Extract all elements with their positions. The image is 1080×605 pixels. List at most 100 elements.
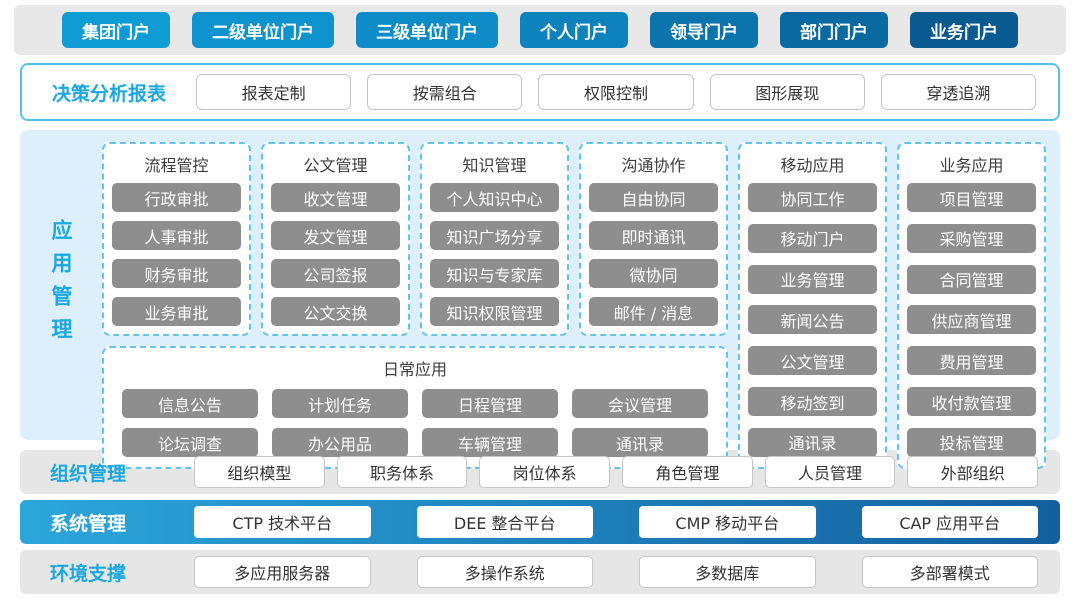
platform-item-button[interactable]: 角色管理 (622, 456, 753, 488)
app-module-button[interactable]: 财务审批 (112, 259, 241, 288)
portal-button[interactable]: 部门门户 (780, 12, 888, 48)
app-module-button[interactable]: 移动门户 (748, 223, 877, 253)
platform-item-button[interactable]: CAP 应用平台 (861, 506, 1038, 538)
platform-item-button[interactable]: 多应用服务器 (194, 556, 371, 588)
environment-support-items: 多应用服务器 多操作系统 多数据库 多部署模式 (194, 556, 1038, 588)
app-module-button[interactable]: 知识权限管理 (430, 297, 559, 326)
app-management-section: 应用管理 流程管控 行政审批 人事审批 财务审批 业务审批 公文管理 收文管理 … (20, 130, 1060, 469)
platform-item-button[interactable]: 多操作系统 (416, 556, 593, 588)
app-module-button[interactable]: 通讯录 (748, 427, 877, 457)
app-module-button[interactable]: 邮件 / 消息 (589, 297, 718, 326)
app-module-button[interactable]: 新闻公告 (748, 305, 877, 335)
column-items: 项目管理 采购管理 合同管理 供应商管理 费用管理 收付款管理 投标管理 (907, 183, 1036, 459)
platform-item-button[interactable]: 组织模型 (194, 456, 325, 488)
app-module-button[interactable]: 论坛调查 (122, 428, 258, 457)
app-column-mobile-apps: 移动应用 协同工作 移动门户 业务管理 新闻公告 公文管理 移动签到 通讯录 (738, 142, 887, 469)
platform-item-button[interactable]: CTP 技术平台 (194, 506, 371, 538)
report-feature-button[interactable]: 权限控制 (538, 74, 694, 110)
decision-report-bar: 决策分析报表 报表定制 按需组合 权限控制 图形展现 穿透追溯 (20, 63, 1060, 121)
app-module-button[interactable]: 车辆管理 (422, 428, 558, 457)
app-module-button[interactable]: 办公用品 (272, 428, 408, 457)
column-items: 收文管理 发文管理 公司签报 公文交换 (271, 183, 400, 326)
app-module-button[interactable]: 信息公告 (122, 389, 258, 418)
report-feature-button[interactable]: 图形展现 (709, 74, 865, 110)
app-module-button[interactable]: 通讯录 (572, 428, 708, 457)
system-management-bar: 系统管理 CTP 技术平台 DEE 整合平台 CMP 移动平台 CAP 应用平台 (20, 500, 1060, 544)
column-title: 公文管理 (303, 156, 368, 175)
app-module-button[interactable]: 采购管理 (907, 223, 1036, 253)
platform-item-button[interactable]: 多数据库 (639, 556, 816, 588)
report-feature-button[interactable]: 穿透追溯 (880, 74, 1037, 110)
app-module-button[interactable]: 公文交换 (271, 297, 400, 326)
app-module-button[interactable]: 公文管理 (748, 346, 877, 376)
daily-apps-box: 日常应用 信息公告 计划任务 日程管理 会议管理 论坛调查 办公用品 车辆管理 … (102, 346, 728, 469)
app-module-button[interactable]: 合同管理 (907, 264, 1036, 294)
app-module-button[interactable]: 计划任务 (272, 389, 408, 418)
org-management-bar: 组织管理 组织模型 职务体系 岗位体系 角色管理 人员管理 外部组织 (20, 450, 1060, 494)
app-module-button[interactable]: 自由协同 (589, 183, 718, 212)
app-module-button[interactable]: 项目管理 (907, 183, 1036, 212)
app-module-button[interactable]: 发文管理 (271, 221, 400, 250)
app-module-button[interactable]: 公司签报 (271, 259, 400, 288)
app-module-button[interactable]: 即时通讯 (589, 221, 718, 250)
portal-button[interactable]: 三级单位门户 (356, 12, 498, 48)
app-column-document-management: 公文管理 收文管理 发文管理 公司签报 公文交换 (261, 142, 410, 336)
system-management-items: CTP 技术平台 DEE 整合平台 CMP 移动平台 CAP 应用平台 (194, 506, 1038, 538)
column-title: 业务应用 (939, 156, 1004, 175)
environment-support-title: 环境支撑 (50, 562, 127, 585)
app-module-button[interactable]: 知识与专家库 (430, 259, 559, 288)
portal-button[interactable]: 个人门户 (520, 12, 628, 48)
column-items: 行政审批 人事审批 财务审批 业务审批 (112, 183, 241, 326)
app-module-button[interactable]: 知识广场分享 (430, 221, 559, 250)
app-management-label-area: 应用管理 (20, 142, 102, 428)
app-module-button[interactable]: 业务审批 (112, 297, 241, 326)
column-title: 移动应用 (780, 156, 845, 175)
app-module-button[interactable]: 协同工作 (748, 183, 877, 212)
app-module-button[interactable]: 日程管理 (422, 389, 558, 418)
platform-item-button[interactable]: DEE 整合平台 (416, 506, 593, 538)
report-feature-button[interactable]: 按需组合 (367, 74, 523, 110)
report-feature-button[interactable]: 报表定制 (196, 74, 352, 110)
app-module-button[interactable]: 收付款管理 (907, 387, 1036, 417)
portal-button[interactable]: 集团门户 (62, 12, 170, 48)
environment-support-bar: 环境支撑 多应用服务器 多操作系统 多数据库 多部署模式 (20, 550, 1060, 594)
app-column-communication: 沟通协作 自由协同 即时通讯 微协同 邮件 / 消息 (579, 142, 728, 336)
platform-item-button[interactable]: 人员管理 (764, 456, 896, 488)
app-module-button[interactable]: 微协同 (589, 259, 718, 288)
app-module-button[interactable]: 人事审批 (112, 221, 241, 250)
app-management-title: 应用管理 (49, 219, 73, 351)
column-title: 沟通协作 (621, 156, 686, 175)
portal-button[interactable]: 二级单位门户 (192, 12, 334, 48)
daily-apps-title: 日常应用 (382, 360, 447, 379)
app-column-knowledge-management: 知识管理 个人知识中心 知识广场分享 知识与专家库 知识权限管理 (420, 142, 569, 336)
daily-apps-items: 信息公告 计划任务 日程管理 会议管理 论坛调查 办公用品 车辆管理 通讯录 (112, 387, 718, 459)
app-column-process-control: 流程管控 行政审批 人事审批 财务审批 业务审批 (102, 142, 251, 336)
org-management-items: 组织模型 职务体系 岗位体系 角色管理 人员管理 外部组织 (194, 456, 1039, 488)
app-module-button[interactable]: 个人知识中心 (430, 183, 559, 212)
platform-item-button[interactable]: 职务体系 (336, 456, 468, 488)
app-column-business-apps: 业务应用 项目管理 采购管理 合同管理 供应商管理 费用管理 收付款管理 投标管… (897, 142, 1046, 469)
app-module-button[interactable]: 费用管理 (907, 346, 1036, 376)
app-module-button[interactable]: 行政审批 (112, 183, 241, 212)
platform-item-button[interactable]: CMP 移动平台 (639, 506, 816, 538)
column-title: 流程管控 (144, 156, 209, 175)
app-management-grid: 流程管控 行政审批 人事审批 财务审批 业务审批 公文管理 收文管理 发文管理 … (102, 142, 1046, 469)
app-module-button[interactable]: 业务管理 (748, 264, 877, 294)
portal-button[interactable]: 领导门户 (650, 12, 758, 48)
platform-item-button[interactable]: 岗位体系 (479, 456, 611, 488)
org-management-title: 组织管理 (50, 462, 127, 485)
system-management-title: 系统管理 (50, 512, 127, 535)
column-items: 协同工作 移动门户 业务管理 新闻公告 公文管理 移动签到 通讯录 (748, 183, 877, 459)
app-module-button[interactable]: 会议管理 (572, 389, 708, 418)
portal-bar: 集团门户 二级单位门户 三级单位门户 个人门户 领导门户 部门门户 业务门户 (14, 5, 1066, 55)
app-module-button[interactable]: 收文管理 (271, 183, 400, 212)
platform-item-button[interactable]: 多部署模式 (861, 556, 1038, 588)
app-module-button[interactable]: 供应商管理 (907, 305, 1036, 335)
column-title: 知识管理 (462, 156, 527, 175)
column-items: 自由协同 即时通讯 微协同 邮件 / 消息 (589, 183, 718, 326)
decision-report-title: 决策分析报表 (52, 82, 167, 105)
portal-button[interactable]: 业务门户 (910, 12, 1018, 48)
app-module-button[interactable]: 移动签到 (748, 387, 877, 417)
app-module-button[interactable]: 投标管理 (907, 427, 1036, 457)
platform-item-button[interactable]: 外部组织 (907, 456, 1039, 488)
